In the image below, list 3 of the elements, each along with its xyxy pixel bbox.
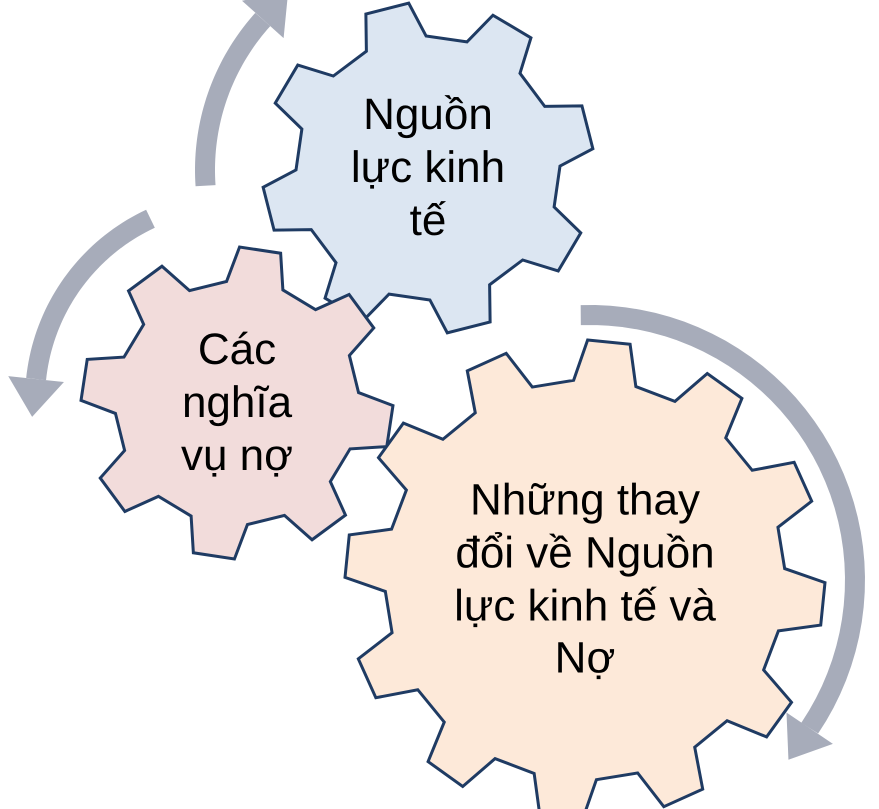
gear-label: Các nghĩa vụ nợ [180, 324, 294, 482]
gear-label: Những thay đổi về Nguồn lực kinh tế và Nợ [453, 474, 717, 685]
gear-label: Nguồn lực kinh tế [350, 88, 506, 246]
